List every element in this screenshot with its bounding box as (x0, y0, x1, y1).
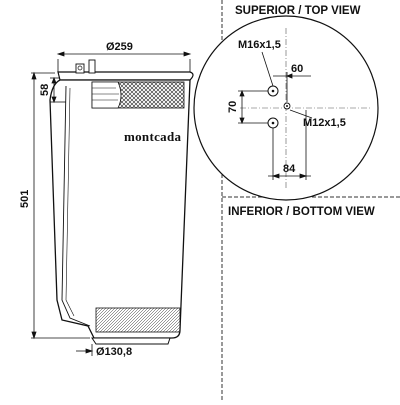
mounting-stud (88, 59, 96, 74)
bolt-distance-label: 84 (283, 163, 296, 175)
lower-rolling-lobe-hatching (95, 307, 181, 333)
total-height-label: 501 (19, 190, 31, 208)
stud-spacing-label: 70 (227, 101, 239, 113)
top-view-dimension-lines (238, 51, 313, 180)
dimension-piston-height (50, 76, 66, 104)
dimension-total-height (31, 71, 90, 340)
brand-logo: montcada (124, 129, 181, 144)
dimension-bottom-diameter (76, 344, 94, 356)
air-fitting (75, 63, 85, 74)
offset-horizontal-label: 60 (291, 63, 303, 75)
dimension-top-diameter (56, 51, 192, 72)
bottom-diameter-label: Ø130,8 (96, 346, 132, 358)
stud-hole-upper (267, 85, 279, 97)
stud-thread-label: M16x1,5 (238, 39, 281, 51)
piston-base (91, 337, 171, 345)
air-fitting-hole (283, 102, 291, 110)
piston-height-label: 58 (39, 84, 51, 96)
air-fitting-thread-label: M12x1,5 (303, 117, 346, 129)
stud-hole-lower (267, 117, 279, 129)
bellow-inner-wall (61, 85, 91, 327)
bellow-body (49, 79, 191, 339)
top-view-heading: SUPERIOR / TOP VIEW (235, 5, 361, 17)
bottom-view-heading: INFERIOR / BOTTOM VIEW (228, 206, 375, 218)
top-diameter-label: Ø259 (106, 41, 133, 53)
air-spring-side-view: montcada (49, 59, 194, 345)
